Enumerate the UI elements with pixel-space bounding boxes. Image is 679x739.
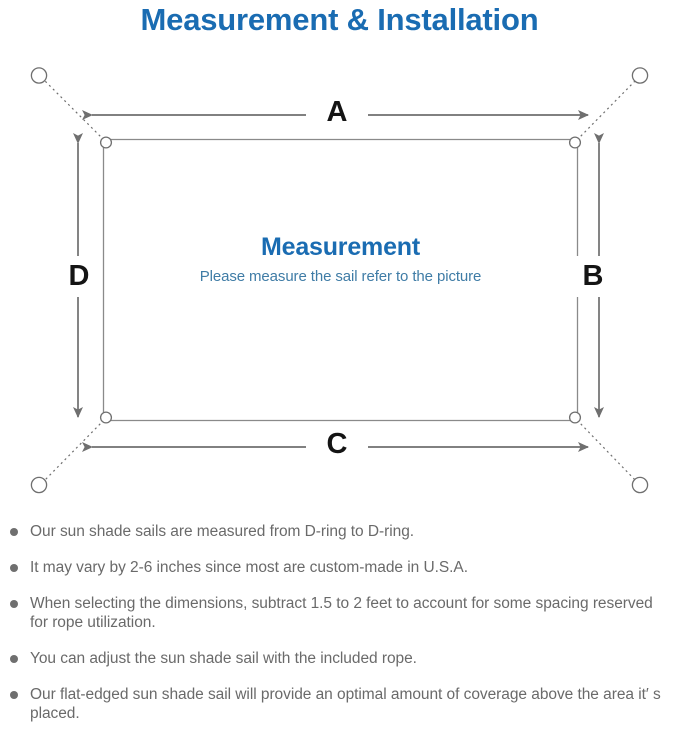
d-ring-top-left <box>99 136 113 149</box>
bullet-icon <box>10 600 18 608</box>
dimension-label-c: C <box>306 427 368 462</box>
d-ring-bottom-left <box>99 411 113 424</box>
rope-line-bottom-right <box>576 419 638 483</box>
list-item: When selecting the dimensions, subtract … <box>0 594 679 632</box>
sail-center-title: Measurement <box>261 233 420 261</box>
dimension-label-b: B <box>574 256 612 297</box>
list-item: Our flat-edged sun shade sail will provi… <box>0 685 679 723</box>
note-text: Our sun shade sails are measured from D-… <box>30 523 415 540</box>
anchor-ring-top-left <box>30 67 48 84</box>
sail-center-subtitle: Please measure the sail refer to the pic… <box>199 267 482 285</box>
dimension-label-a: A <box>306 95 368 130</box>
anchor-ring-bottom-left <box>30 476 48 494</box>
list-item: It may vary by 2-6 inches since most are… <box>0 558 679 577</box>
note-text: You can adjust the sun shade sail with t… <box>30 650 417 667</box>
notes-list: Our sun shade sails are measured from D-… <box>0 522 679 723</box>
measurement-diagram: A B C D Measurement Please measure the s… <box>0 48 679 518</box>
page-title: Measurement & Installation <box>140 2 539 37</box>
d-ring-top-right <box>568 136 582 149</box>
bullet-icon <box>10 691 18 699</box>
rope-line-bottom-left <box>42 419 105 483</box>
d-ring-bottom-right <box>568 411 582 424</box>
note-text: Our flat-edged sun shade sail will provi… <box>30 686 661 722</box>
sail-center-caption: Measurement Please measure the sail refe… <box>113 233 568 286</box>
dimension-label-d: D <box>60 256 98 297</box>
note-text: It may vary by 2-6 inches since most are… <box>30 559 468 576</box>
rope-line-top-left <box>42 78 105 141</box>
bullet-icon <box>10 564 18 572</box>
list-item: Our sun shade sails are measured from D-… <box>0 522 679 541</box>
list-item: You can adjust the sun shade sail with t… <box>0 649 679 668</box>
anchor-ring-top-right <box>631 67 649 84</box>
rope-line-top-right <box>576 78 638 141</box>
note-text: When selecting the dimensions, subtract … <box>30 595 653 631</box>
bullet-icon <box>10 655 18 663</box>
bullet-icon <box>10 528 18 536</box>
anchor-ring-bottom-right <box>631 476 649 494</box>
